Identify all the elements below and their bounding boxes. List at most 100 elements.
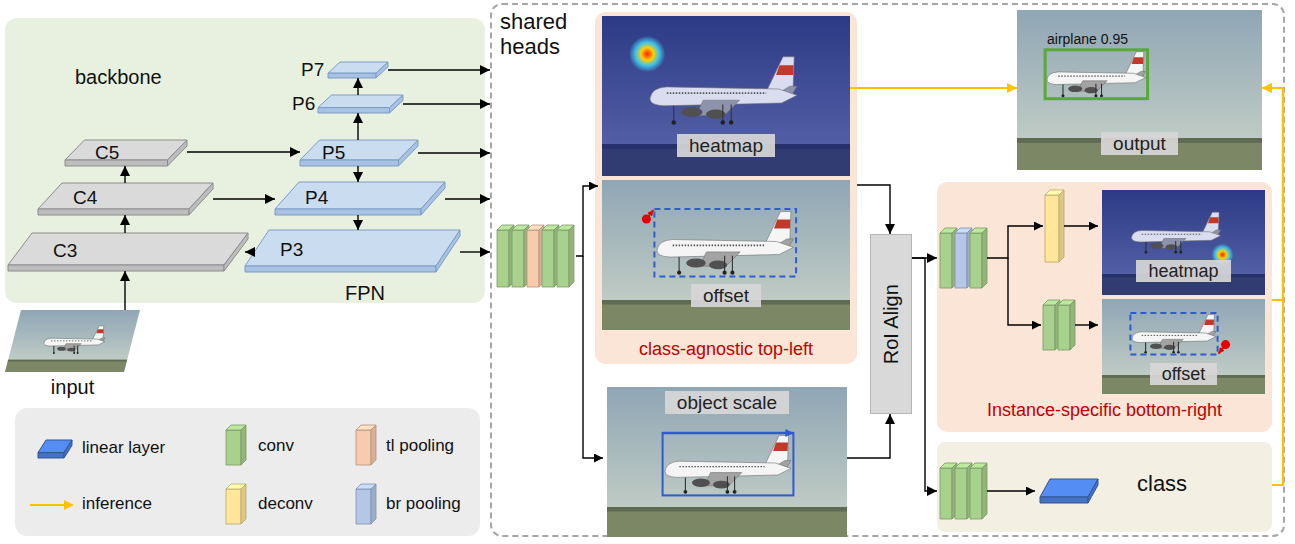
slab-side (224, 233, 248, 271)
image-tag: object scale (665, 391, 789, 414)
sky (1102, 190, 1265, 295)
flow-arrow (187, 151, 300, 152)
text-holder: class-agnostic top-left (595, 339, 857, 359)
legend-text: inference (82, 494, 152, 513)
layer-side (982, 228, 987, 288)
slab-front (245, 266, 436, 272)
landing-wheel (73, 352, 75, 354)
node-label: C4 (73, 187, 97, 208)
flow-arrow (388, 69, 490, 70)
airplane-windows (51, 340, 92, 341)
corner-dot (642, 215, 651, 224)
ground (607, 510, 847, 537)
feature-map: C3 (8, 233, 248, 271)
flow-arrow (460, 251, 490, 252)
flow-arrow (1008, 258, 1041, 325)
inference-arrow (1262, 88, 1283, 485)
flow-arrow (1064, 225, 1098, 226)
photo (1102, 299, 1265, 394)
text-holder: output (1017, 132, 1262, 155)
layer-front (1045, 195, 1059, 262)
swatch-shape (226, 425, 246, 465)
layer-front (955, 468, 967, 519)
landing-gear (722, 104, 723, 121)
landing-gear (1095, 84, 1096, 95)
landing-wheel (683, 490, 687, 494)
scale-arrow (663, 432, 794, 435)
node-label: Instance-specific bottom-right (987, 400, 1222, 420)
landing-gear (731, 104, 732, 121)
slab-top (245, 230, 460, 266)
node-label: C5 (95, 142, 119, 163)
slab-front (8, 265, 224, 271)
text-holder: offset (602, 284, 850, 307)
pyramid-level: P3 (245, 230, 460, 272)
landing-gear (685, 477, 686, 490)
legend-text: linear layer (82, 438, 165, 457)
top-left-branch: class-agnostic top-left heatmap offset (595, 12, 857, 364)
sky (1017, 10, 1262, 170)
node-label: P6 (292, 93, 315, 114)
legend-swatch (356, 484, 376, 524)
swatch-shape (356, 484, 376, 524)
landing-gear (1145, 242, 1146, 251)
slab-side (64, 440, 72, 458)
photo (1102, 190, 1265, 295)
legend-swatch (30, 497, 74, 513)
node-label: P5 (322, 142, 345, 163)
offset-image: offset (602, 180, 850, 330)
layer-side (371, 425, 376, 465)
landing-gear (1101, 84, 1102, 95)
landing-gear (732, 256, 733, 272)
text-holder: offset (1102, 363, 1265, 385)
legend-panel (15, 408, 480, 536)
slab-shape (65, 140, 187, 166)
landing-gear (724, 256, 725, 272)
layer-front (970, 233, 982, 288)
slab-top (65, 140, 187, 160)
layer-front (940, 468, 952, 519)
tail-stripe (1204, 319, 1214, 325)
flow-arrow (1075, 324, 1098, 325)
airplane-engine (1151, 243, 1164, 249)
slab-top (275, 182, 445, 209)
shared-heads-region: shared heads class-agnostic top-left heatm… (490, 3, 1285, 537)
landing-wheel (723, 271, 727, 275)
landing-gear (1145, 343, 1146, 352)
image-tag: offset (691, 284, 761, 307)
airplane-engine (692, 479, 710, 487)
text-holder: object scale (607, 391, 847, 414)
text-holder: class (1137, 472, 1187, 497)
image-tag: heatmap (677, 134, 775, 157)
output-image: airplane 0.95 output (1017, 10, 1262, 170)
layer-front (1043, 305, 1055, 350)
flow-arrow (445, 198, 490, 199)
swatch-shape (356, 425, 376, 465)
legend-swatch (226, 425, 246, 465)
slab-side (1088, 479, 1098, 503)
text-holder: airplane 0.95 (1047, 30, 1128, 48)
flow-arrow (124, 271, 125, 310)
layer-side (241, 484, 246, 524)
text-holder: P5 (322, 142, 345, 163)
tail-stripe (773, 443, 788, 451)
photo (602, 16, 850, 176)
flow-arrow (912, 258, 937, 491)
tail-stripe (1132, 57, 1144, 64)
flow-arrow (213, 198, 275, 199)
slab-top (38, 183, 213, 209)
feature-map: C4 (38, 183, 213, 215)
slab-front (318, 108, 390, 113)
layer-front (356, 489, 371, 524)
node-label: shared heads (500, 10, 580, 59)
landing-gear (74, 345, 75, 352)
airplane-windows (1142, 234, 1202, 235)
image-tag: output (1101, 132, 1178, 155)
legend-swatch (226, 484, 246, 524)
flow-arrow (987, 490, 1035, 491)
text-holder: P7 (301, 59, 324, 80)
flow-arrow (418, 152, 490, 153)
input-image: input (5, 310, 140, 402)
roi-align-box: RoI Align (870, 234, 912, 414)
